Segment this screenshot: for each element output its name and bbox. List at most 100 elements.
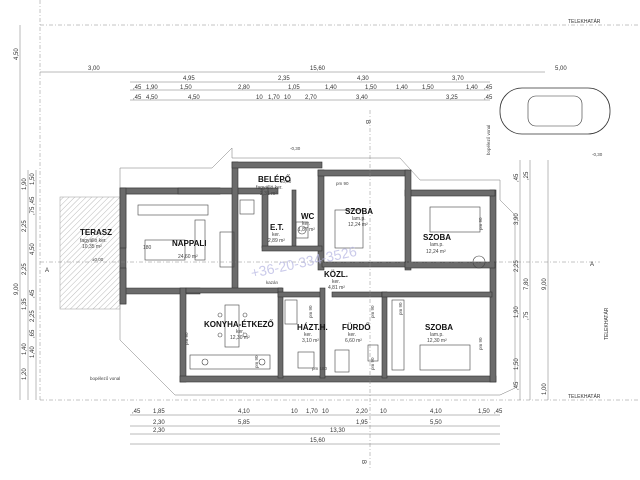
level-terrace: ±0,00 bbox=[92, 257, 104, 262]
room-area-et: 2,89 m² bbox=[268, 238, 285, 244]
dim-bottom: 10 bbox=[322, 409, 329, 415]
dim-left: 1,40 bbox=[30, 346, 36, 358]
dim-left: 4,50 bbox=[14, 48, 20, 60]
note-eaves-right: bopélező vonal bbox=[486, 125, 491, 155]
dim-left: 4,50 bbox=[30, 243, 36, 255]
lot-label-bottom: TELEKHATÁR bbox=[568, 393, 601, 400]
roof-outline bbox=[119, 147, 516, 396]
room-floor-utility: ker. bbox=[304, 332, 312, 338]
dim-right: ,75 bbox=[524, 311, 530, 320]
dim-right: 9,00 bbox=[542, 278, 548, 290]
dim-bottom: 13,30 bbox=[330, 428, 346, 434]
room-area-bathroom: 6,60 m² bbox=[345, 338, 362, 344]
dim-top: 3,00 bbox=[88, 66, 100, 72]
dim-bottom: 4,10 bbox=[238, 409, 250, 415]
dim-bottom: 1,70 bbox=[306, 409, 318, 415]
opening-label: pm 90 bbox=[478, 217, 483, 230]
dim-right: 1,50 bbox=[514, 358, 520, 370]
opening-label: pm 180 bbox=[312, 366, 328, 371]
dim-top: ,45 bbox=[484, 85, 493, 91]
lot-boundary: TELEKHATÁR TELEKHATÁR TELEKHATÁR bbox=[39, 0, 640, 401]
room-labels: TERASZ fagyálló ker. 10,35 m² NAPPALI 18… bbox=[80, 175, 453, 344]
room-area-utility: 3,10 m² bbox=[302, 338, 319, 344]
dim-left: 9,00 bbox=[14, 283, 20, 295]
room-floor-hall: ker. bbox=[332, 279, 340, 285]
room-sub-living: 180 bbox=[143, 245, 152, 251]
terrace-area bbox=[59, 196, 121, 310]
dim-bottom: 1,50 bbox=[478, 409, 490, 415]
note-heater: kazán bbox=[266, 280, 279, 285]
dimension-text-top: 3,00 15,60 5,00 4,95 2,35 4,30 3,70 1,90… bbox=[88, 66, 567, 101]
opening-labels: pm 90 pm 90 pm 90 pm 90 pm 90 pm 90 pm 9… bbox=[184, 181, 483, 371]
section-mark-a-left: A bbox=[45, 268, 49, 274]
dim-left: 1,50 bbox=[30, 173, 36, 185]
dim-right: ,45 bbox=[514, 381, 520, 390]
dim-bottom: 10 bbox=[291, 409, 298, 415]
dim-bottom: 2,30 bbox=[153, 428, 165, 434]
room-floor-bedroom1: lam.p. bbox=[352, 216, 366, 222]
dim-right: ,25 bbox=[524, 171, 530, 180]
room-area-entry: 2,31 m² bbox=[260, 191, 277, 197]
dim-bottom: 1,85 bbox=[153, 409, 165, 415]
dim-bottom: 10 bbox=[380, 409, 387, 415]
room-floor-terrace: fagyálló ker. bbox=[80, 238, 107, 244]
dim-bottom: 5,85 bbox=[238, 420, 250, 426]
room-area-terrace: 10,35 m² bbox=[82, 244, 102, 250]
opening-label: pm 90 bbox=[478, 337, 483, 350]
room-name-wc: WC bbox=[301, 212, 315, 221]
dim-top: 3,70 bbox=[452, 76, 464, 82]
dim-left: 1,35 bbox=[22, 298, 28, 310]
room-name-kitchen: KONYHA-ÉTKEZŐ bbox=[204, 320, 274, 329]
dim-top: ,45 bbox=[484, 95, 493, 101]
dim-right: 1,90 bbox=[514, 306, 520, 318]
dimension-text-bottom: ,45 1,85 4,10 10 1,70 10 2,20 10 4,10 1,… bbox=[132, 409, 503, 444]
dim-right: 3,90 bbox=[514, 213, 520, 225]
room-floor-entry: fagyálló ker. bbox=[256, 185, 283, 191]
room-area-bedroom2: 12,24 m² bbox=[426, 249, 446, 255]
room-floor-bedroom3: lam.p. bbox=[430, 332, 444, 338]
room-name-living: NAPPALI bbox=[172, 239, 207, 248]
dim-bottom: ,45 bbox=[132, 409, 141, 415]
dim-bottom: 1,95 bbox=[356, 420, 368, 426]
dim-top: 1,05 bbox=[288, 85, 300, 91]
dim-right: 7,80 bbox=[524, 278, 530, 290]
opening-label: pm 90 bbox=[254, 355, 259, 368]
dim-top: 1,90 bbox=[146, 85, 158, 91]
room-name-bedroom1: SZOBA bbox=[345, 207, 373, 216]
dim-top: 3,40 bbox=[356, 95, 368, 101]
opening-label: pm 90 bbox=[184, 332, 189, 345]
room-name-utility: HÁZT.H. bbox=[297, 323, 328, 332]
room-name-hall: KÖZL. bbox=[324, 270, 348, 279]
opening-label: pm 90 bbox=[398, 302, 403, 315]
dimension-lines bbox=[19, 25, 549, 445]
room-area-bedroom1: 12,24 m² bbox=[348, 222, 368, 228]
section-line-aa: A A bbox=[40, 261, 600, 274]
dim-top: 1,40 bbox=[466, 85, 478, 91]
room-area-kitchen: 12,30 m² bbox=[230, 335, 250, 341]
dim-left: 2,25 bbox=[22, 220, 28, 232]
dim-top: 3,25 bbox=[446, 95, 458, 101]
dim-top: 15,60 bbox=[310, 66, 326, 72]
lot-label-top: TELEKHATÁR bbox=[568, 18, 601, 25]
room-area-hall: 4,81 m² bbox=[328, 285, 345, 291]
section-line-bb: B B bbox=[360, 110, 371, 470]
section-mark-b-bottom: B bbox=[360, 460, 366, 464]
dim-top: 2,80 bbox=[238, 85, 250, 91]
dim-left: 1,90 bbox=[22, 178, 28, 190]
opening-label: pm 90 bbox=[336, 181, 349, 186]
dim-top: ,45 bbox=[133, 95, 142, 101]
room-name-bedroom2: SZOBA bbox=[423, 233, 451, 242]
room-floor-bedroom2: lam.p. bbox=[430, 242, 444, 248]
dim-top: 1,50 bbox=[422, 85, 434, 91]
room-area-living: 24,60 m² bbox=[178, 254, 198, 260]
dim-left: 2,25 bbox=[30, 310, 36, 322]
level-interior: ±0,00 bbox=[280, 179, 292, 184]
furniture bbox=[137, 199, 486, 373]
dimension-text-left: 4,50 1,90 2,25 4,50 2,25 1,40 2,25 9,00 … bbox=[14, 48, 36, 380]
dim-bottom: 4,10 bbox=[430, 409, 442, 415]
room-name-bedroom3: SZOBA bbox=[425, 323, 453, 332]
section-mark-a-right: A bbox=[590, 262, 594, 268]
room-name-entry: BELÉPŐ bbox=[258, 175, 291, 184]
opening-label: pm 90 bbox=[370, 357, 375, 370]
